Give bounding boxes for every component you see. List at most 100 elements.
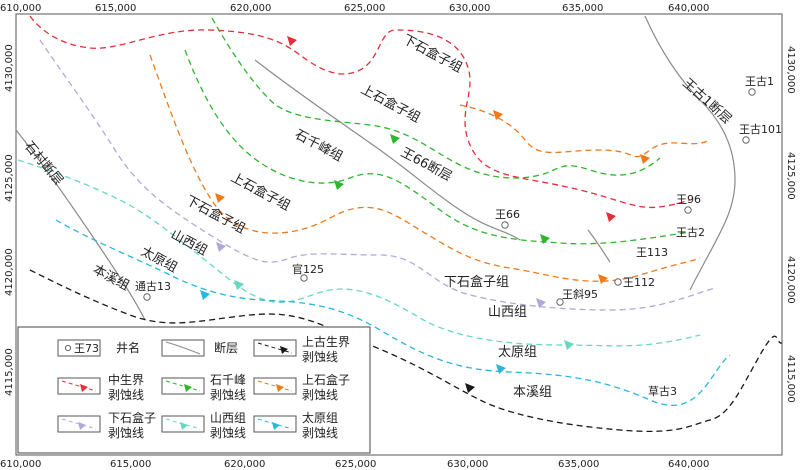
legend-qianfeng-1: 石千峰 <box>210 373 246 387</box>
well-label: 王斜95 <box>562 288 598 301</box>
taiyuan-marker <box>496 364 506 374</box>
mesozoic-marker <box>287 36 297 46</box>
legend-mesozoic-1: 中生界 <box>108 372 144 387</box>
erosion-markers <box>200 36 650 393</box>
upper-shihezi-sample-line <box>257 380 293 392</box>
paleozoic-sample-marker <box>280 346 288 354</box>
well-label: 王古101 <box>739 123 782 136</box>
lower-shihezi-marker <box>216 242 226 252</box>
taiyuan-sample-marker <box>272 422 280 430</box>
legend-fault: 断层 <box>214 340 238 355</box>
benxi-label: 本溪组 <box>513 385 552 400</box>
well-label: 官125 <box>292 262 324 276</box>
legend-shanxi-1: 山西组 <box>210 411 246 425</box>
well-label: 王113 <box>636 246 668 259</box>
qianfeng-sample-marker <box>184 384 192 392</box>
paleozoic-marker <box>465 383 475 393</box>
y-tick-label: 4125,000 <box>785 152 796 200</box>
well-sample-icon <box>64 344 72 352</box>
lower-shihezi-label: 下石盒子组 <box>444 274 509 290</box>
mesozoic-sample-line <box>61 380 97 392</box>
fault-short <box>587 229 611 263</box>
y-tick-label: 4115,000 <box>4 348 15 396</box>
fault-sample-line <box>165 341 201 355</box>
shanxi-label: 山西组 <box>488 305 527 320</box>
well-marker[interactable] <box>143 293 151 301</box>
y-tick-label: 4130,000 <box>4 44 15 92</box>
well-marker[interactable] <box>748 88 756 96</box>
legend-paleozoic-1: 上古生界 <box>302 334 350 349</box>
x-tick-label: 620,000 <box>230 3 271 14</box>
x-tick-label: 635,000 <box>558 459 599 470</box>
y-axis-right: 4130,000 4125,000 4120,000 4115,000 <box>785 46 796 403</box>
lower-shihezi-marker <box>536 298 546 308</box>
lower-shihezi-sample-marker <box>78 422 86 430</box>
shanxi-marker <box>234 280 244 290</box>
x-axis-bottom: 610,000 615,000 620,000 625,000 630,000 … <box>0 459 709 470</box>
paleozoic-sample-line <box>257 342 293 354</box>
legend-mesozoic-2: 剥蚀线 <box>108 388 144 402</box>
x-tick-label: 615,000 <box>95 3 136 14</box>
qianfeng-marker <box>540 234 550 244</box>
x-tick-label: 635,000 <box>562 3 603 14</box>
well-label: 草古3 <box>648 385 677 398</box>
taiyuan-marker <box>200 290 210 300</box>
legend-qianfeng-2: 剥蚀线 <box>210 388 246 402</box>
legend-lower-shihezi-2: 剥蚀线 <box>108 426 144 440</box>
x-tick-label: 640,000 <box>668 459 709 470</box>
well-marker[interactable] <box>684 206 692 214</box>
x-tick-label: 640,000 <box>668 3 709 14</box>
x-axis-top: 610,000 615,000 620,000 625,000 630,000 … <box>0 3 709 14</box>
qianfeng-sample-line <box>165 380 201 392</box>
y-tick-label: 4125,000 <box>4 154 15 202</box>
mesozoic-sample-marker <box>80 384 88 392</box>
legend-taiyuan-2: 剥蚀线 <box>302 426 338 440</box>
well-marker[interactable] <box>556 298 564 306</box>
well-label: 王古1 <box>745 75 774 88</box>
x-tick-label: 630,000 <box>449 3 490 14</box>
well-marker[interactable] <box>300 274 308 282</box>
upper-shihezi-sample-marker <box>276 384 284 392</box>
well-label: 王96 <box>676 193 701 206</box>
y-axis-left: 4130,000 4125,000 4120,000 4115,000 <box>4 44 15 396</box>
well-label: 王112 <box>623 276 655 289</box>
well-label: 王古2 <box>676 226 705 239</box>
legend-lower-shihezi-1: 下石盒子 <box>108 410 156 425</box>
shanxi-marker <box>564 340 574 350</box>
mesozoic-marker <box>606 212 616 222</box>
x-tick-label: 630,000 <box>447 459 488 470</box>
legend-well-name: 井名 <box>116 340 140 355</box>
legend-swatch-well <box>57 339 101 357</box>
x-tick-label: 610,000 <box>0 459 41 470</box>
x-tick-label: 610,000 <box>0 3 41 14</box>
well-label: 王66 <box>495 208 520 221</box>
y-tick-label: 4120,000 <box>4 248 15 296</box>
lower-shihezi-erosion-line <box>39 39 716 311</box>
well-marker[interactable] <box>501 221 509 229</box>
legend-well-sample: 王73 <box>74 342 99 355</box>
y-tick-label: 4120,000 <box>785 256 796 304</box>
erosion-lines <box>17 15 783 433</box>
well-label: 通古13 <box>135 280 171 293</box>
upper-shihezi-erosion-line-top <box>459 104 711 158</box>
upper-shihezi-marker <box>598 274 608 284</box>
well-marker[interactable] <box>614 278 622 286</box>
x-tick-label: 620,000 <box>224 459 265 470</box>
well-marker[interactable] <box>742 136 750 144</box>
taiyuan-label: 太原组 <box>498 345 537 360</box>
legend-upper-shihezi-2: 剥蚀线 <box>302 388 338 402</box>
shanxi-sample-marker <box>180 422 188 430</box>
shanxi-erosion-line <box>17 159 701 347</box>
y-tick-label: 4115,000 <box>785 355 796 403</box>
upper-shihezi-marker <box>493 110 503 120</box>
taiyuan-erosion-line <box>55 219 731 406</box>
x-tick-label: 625,000 <box>344 3 385 14</box>
upper-shihezi-marker <box>640 154 650 164</box>
qianfeng-marker <box>390 134 400 144</box>
qianfeng-marker <box>334 180 344 190</box>
legend: 王73 井名 断层 上古生界 剥蚀线 中生界 剥蚀线 石千峰 剥蚀线 上石盒子 … <box>17 326 371 454</box>
mesozoic-erosion-line <box>29 15 691 209</box>
fault-w66 <box>254 59 521 241</box>
upper-shihezi-erosion-line <box>149 54 701 282</box>
